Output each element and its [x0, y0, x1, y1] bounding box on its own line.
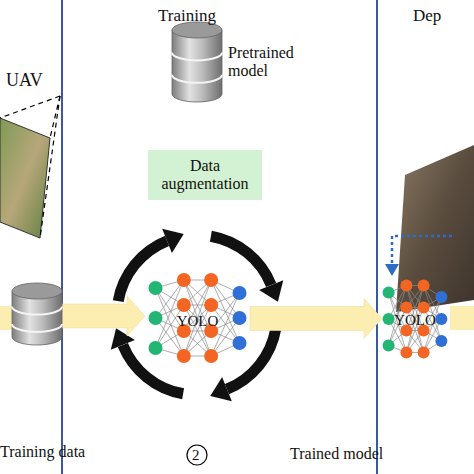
network-neuron: [204, 349, 218, 363]
network-neuron: [435, 313, 447, 325]
cylinder-top: [12, 283, 62, 299]
data-flow-arrow: [250, 299, 382, 339]
node-label: Pretrained model: [228, 44, 308, 80]
loop-arc: [227, 329, 276, 389]
node-label: Training data: [0, 443, 100, 461]
network-neuron: [418, 302, 430, 314]
cylinder-band: [12, 307, 62, 315]
network-neuron: [400, 302, 412, 314]
network-neuron: [383, 339, 395, 351]
loop-arrowhead: [162, 229, 184, 253]
cylinder-band: [172, 52, 222, 60]
callout-circle: [187, 445, 207, 465]
database-cylinder: Pretrained model: [172, 22, 222, 102]
network-neuron: [204, 273, 218, 287]
node-label: Trained model: [290, 445, 400, 463]
network-neuron: [177, 349, 191, 363]
column-heading: Dep: [413, 6, 441, 26]
network-neuron: [233, 336, 247, 350]
network-neuron: [233, 311, 247, 325]
column-heading: Training: [158, 6, 216, 26]
process-box: Data augmentation: [148, 150, 262, 200]
network-neuron: [400, 280, 412, 292]
node-outline: [12, 283, 62, 345]
network-neuron: [177, 273, 191, 287]
section-label: UAV: [6, 70, 43, 90]
node-label: YOLO: [382, 311, 448, 329]
network-neuron: [204, 298, 218, 312]
network-neuron: [435, 291, 447, 303]
loop-arc: [118, 241, 167, 301]
cylinder-band: [172, 75, 222, 83]
neural-network: YOLO: [145, 268, 250, 368]
cylinder-body: [172, 30, 222, 102]
column-divider: [62, 0, 377, 474]
network-neuron: [383, 313, 395, 325]
network-neuron: [383, 287, 395, 299]
node-label: YOLO: [145, 312, 250, 330]
network-neuron: [149, 311, 163, 325]
network-neuron: [435, 335, 447, 347]
network-neuron: [418, 280, 430, 292]
database-cylinder: Training data: [12, 283, 62, 345]
box-fill: [148, 150, 262, 200]
network-neuron: [418, 346, 430, 358]
network-neuron: [233, 286, 247, 300]
callout-number: 2: [192, 445, 200, 465]
node-outline: [172, 22, 222, 102]
loop-arc: [211, 236, 271, 285]
neural-network: YOLOTrained model: [382, 275, 448, 363]
data-flow-arrow: [62, 296, 145, 336]
cylinder-band: [12, 324, 62, 332]
network-neuron: [177, 298, 191, 312]
dotted-arrow: [385, 236, 452, 276]
aerial-image: [396, 145, 474, 312]
network-neuron: [400, 346, 412, 358]
node-label: Data augmentation: [148, 157, 262, 193]
loop-arrowhead: [210, 377, 232, 401]
aerial-image: [0, 96, 60, 238]
network-neuron: [149, 341, 163, 355]
loop-arrowhead: [259, 280, 283, 302]
network-neuron: [149, 281, 163, 295]
